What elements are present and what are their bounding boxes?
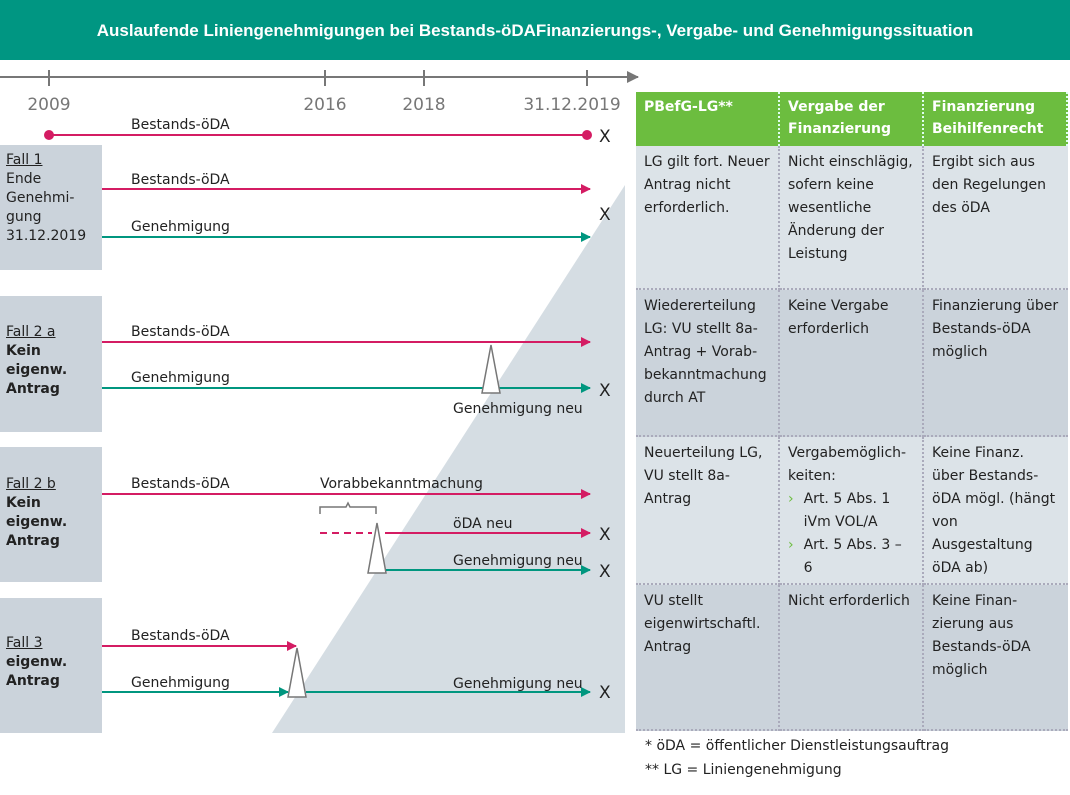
bullet-item: › Art. 5 Abs. 3 – 6 (788, 534, 914, 580)
bullet-item: › Art. 5 Abs. 1 iVm VOL/A (788, 488, 914, 534)
renewal-marker (287, 647, 307, 698)
bullet-text: Art. 5 Abs. 3 – 6 (803, 537, 902, 576)
case-2b-label: Fall 2 b Kein eigenw. Antrag (0, 447, 102, 582)
table-cell: Neuerteilung LG, VU stellt 8a-Antrag (636, 437, 780, 585)
year-label: 2009 (27, 95, 70, 115)
header-cell: PBefG-LG** (636, 92, 780, 146)
end-mark: X (599, 562, 611, 582)
table-row: Wiedererteilung LG: VU stellt 8a-Antrag … (636, 290, 1068, 437)
table-cell: Keine Finanz. über Bestands-öDA mögl. (h… (924, 437, 1068, 585)
header-cell: Finanzierung Beihilfenrecht (924, 92, 1068, 146)
case-1-label: Fall 1 Ende Genehmi- gung 31.12.2019 (0, 145, 102, 270)
award-marker (367, 522, 387, 574)
case-title: Fall 2 b (6, 476, 56, 492)
case-desc: Kein (6, 343, 41, 359)
legal-situation-table: PBefG-LG** Vergabe der Finanzierung Fina… (636, 92, 1068, 731)
table-cell: LG gilt fort. Neuer Antrag nicht erforde… (636, 146, 780, 290)
year-label: 2016 (303, 95, 346, 115)
case-title: Fall 3 (6, 635, 43, 651)
contract-label: Bestands-öDA (131, 117, 230, 133)
footnote: * öDA = öffentlicher Dienstleistungsauft… (645, 738, 950, 754)
contract-label: Bestands-öDA (131, 324, 230, 340)
end-mark: X (599, 205, 611, 225)
case-2a-label: Fall 2 a Kein eigenw. Antrag (0, 296, 102, 432)
end-mark: X (599, 381, 611, 401)
pre-announcement-label: Vorabbekanntmachung (320, 476, 483, 492)
case-desc: eigenw. (6, 654, 68, 670)
shaded-transition-area (272, 185, 625, 733)
new-contract-label: öDA neu (453, 516, 513, 532)
bullet-text: Art. 5 Abs. 1 iVm VOL/A (803, 491, 891, 530)
case-desc: Kein (6, 495, 41, 511)
table-cell: Finanzierung über Bestands-öDA möglich (924, 290, 1068, 437)
year-label: 31.12.2019 (523, 95, 620, 115)
table-cell: Keine Vergabe erforderlich (780, 290, 924, 437)
diagram-title: Auslaufende Liniengenehmigungen bei Best… (0, 0, 1070, 60)
end-mark: X (599, 525, 611, 545)
end-mark: X (599, 683, 611, 703)
new-permit-label: Genehmigung neu (453, 553, 583, 569)
permit-label: Genehmigung (131, 219, 230, 235)
header-cell: Vergabe der Finanzierung (780, 92, 924, 146)
case-3-label: Fall 3 eigenw. Antrag (0, 598, 102, 733)
contract-label: Bestands-öDA (131, 476, 230, 492)
table-row: Neuerteilung LG, VU stellt 8a-Antrag Ver… (636, 437, 1068, 585)
permit-label: Genehmigung (131, 675, 230, 691)
new-permit-label: Genehmigung neu (453, 401, 583, 417)
table-cell: Ergibt sich aus den Regelungen des öDA (924, 146, 1068, 290)
contract-label: Bestands-öDA (131, 628, 230, 644)
footnote: ** LG = Liniengenehmigung (645, 762, 842, 778)
case-desc: Ende (6, 171, 42, 187)
table-row: LG gilt fort. Neuer Antrag nicht erforde… (636, 146, 1068, 290)
end-mark: X (599, 127, 611, 147)
new-permit-label: Genehmigung neu (453, 676, 583, 692)
table-header: PBefG-LG** Vergabe der Finanzierung Fina… (636, 92, 1068, 146)
chevron-bullet-icon: › (788, 537, 794, 553)
pre-announcement-bracket (319, 501, 377, 514)
case-title: Fall 1 (6, 152, 43, 168)
table-cell: Vergabemöglich-keiten: › Art. 5 Abs. 1 iV… (780, 437, 924, 585)
table-cell: Wiedererteilung LG: VU stellt 8a-Antrag … (636, 290, 780, 437)
case-desc: Antrag (6, 533, 60, 549)
axis-ticks (48, 70, 588, 86)
table-cell: VU stellt eigenwirtschaftl. Antrag (636, 585, 780, 731)
table-row: VU stellt eigenwirtschaftl. Antrag Nicht… (636, 585, 1068, 731)
end-dot (582, 130, 592, 140)
case-desc: eigenw. (6, 362, 68, 378)
chevron-bullet-icon: › (788, 491, 794, 507)
case-desc: Genehmi- (6, 190, 75, 206)
table-cell: Nicht einschlägig, sofern keine wesentli… (780, 146, 924, 290)
cell-text: Vergabemöglich-keiten: (788, 445, 907, 484)
year-label: 2018 (402, 95, 445, 115)
case-title: Fall 2 a (6, 324, 56, 340)
case-desc: 31.12.2019 (6, 228, 87, 244)
case-desc: Antrag (6, 381, 60, 397)
permit-label: Genehmigung (131, 370, 230, 386)
start-dot (44, 130, 54, 140)
case-desc: Antrag (6, 673, 60, 689)
renewal-marker (481, 344, 501, 394)
contract-label: Bestands-öDA (131, 172, 230, 188)
table-cell: Nicht erforderlich (780, 585, 924, 731)
case-desc: gung (6, 209, 42, 225)
case-desc: eigenw. (6, 514, 68, 530)
table-cell: Keine Finan-zierung aus Bestands-öDA mög… (924, 585, 1068, 731)
